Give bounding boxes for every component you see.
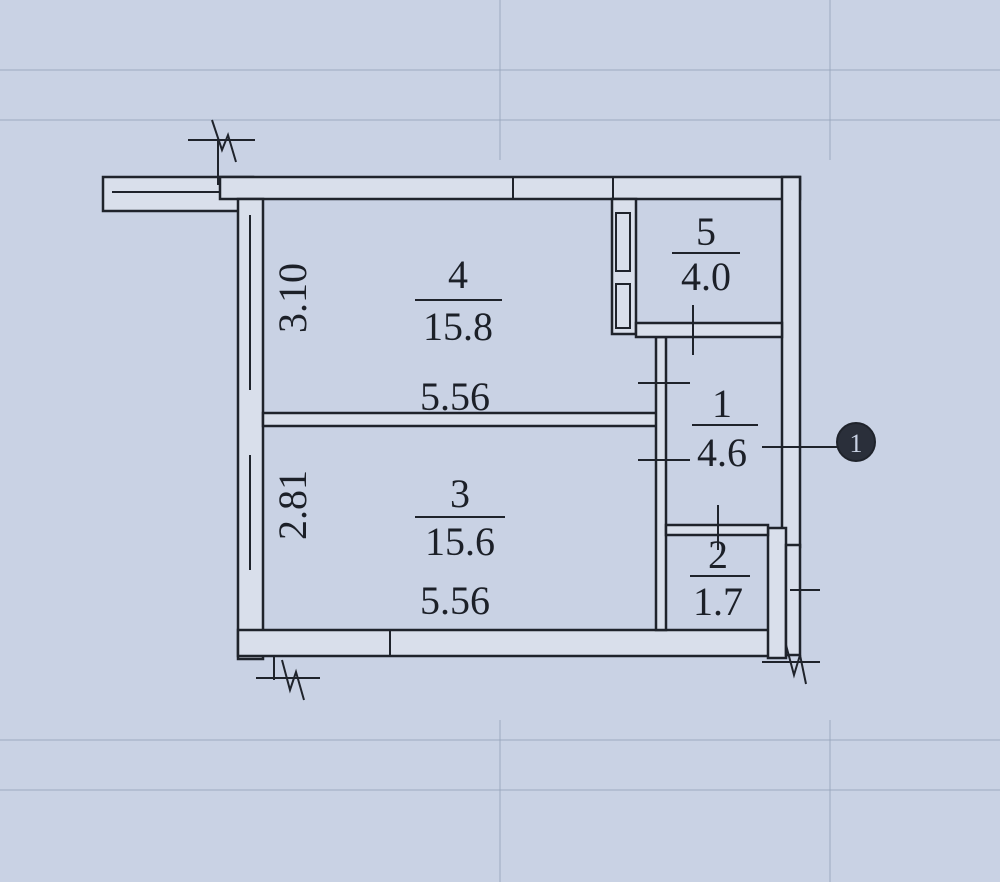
break-marks: [188, 119, 820, 701]
bottom-wall: [236, 628, 788, 658]
lower-right-jamb: [784, 543, 802, 657]
room-4-height: 3.10: [270, 263, 315, 333]
room-2-area: 1.7: [693, 579, 743, 624]
room-4-number: 4: [448, 252, 468, 297]
room-4-area: 15.8: [423, 304, 493, 349]
room-2-number: 2: [708, 532, 728, 577]
outer-walls: [101, 175, 802, 661]
room-5-number: 5: [696, 209, 716, 254]
room-4: 4 15.8 5.56 3.10: [270, 252, 502, 419]
room-4-width: 5.56: [420, 374, 490, 419]
entrance-circle-icon: [836, 422, 876, 462]
room-5-area: 4.0: [681, 254, 731, 299]
door-marks: [638, 305, 820, 591]
right-wall: [780, 175, 802, 549]
entrance-marker: 1: [762, 422, 876, 462]
room-1-number: 1: [712, 381, 732, 426]
vent-shaft-lower: [615, 283, 631, 329]
partition-5-1: [634, 321, 784, 339]
break-mark-bottom-right: [762, 644, 820, 685]
room-1-area: 4.6: [697, 430, 747, 475]
room-2: 2 1.7: [690, 532, 750, 624]
room-3: 3 15.6 5.56 2.81: [270, 470, 505, 623]
partition-vertical: [654, 335, 668, 632]
room-3-height: 2.81: [270, 470, 315, 540]
room-3-number: 3: [450, 471, 470, 516]
lower-right-wall: [766, 526, 788, 660]
top-wall: [218, 175, 802, 201]
break-mark-bottom-left: [256, 656, 320, 701]
vent-shaft-upper: [615, 212, 631, 272]
break-mark-top: [188, 119, 255, 185]
room-5: 5 4.0: [672, 209, 740, 299]
entrance-label: 1: [850, 429, 863, 458]
room-3-width: 5.56: [420, 578, 490, 623]
room-1: 1 4.6: [692, 381, 758, 475]
room-3-area: 15.6: [425, 519, 495, 564]
